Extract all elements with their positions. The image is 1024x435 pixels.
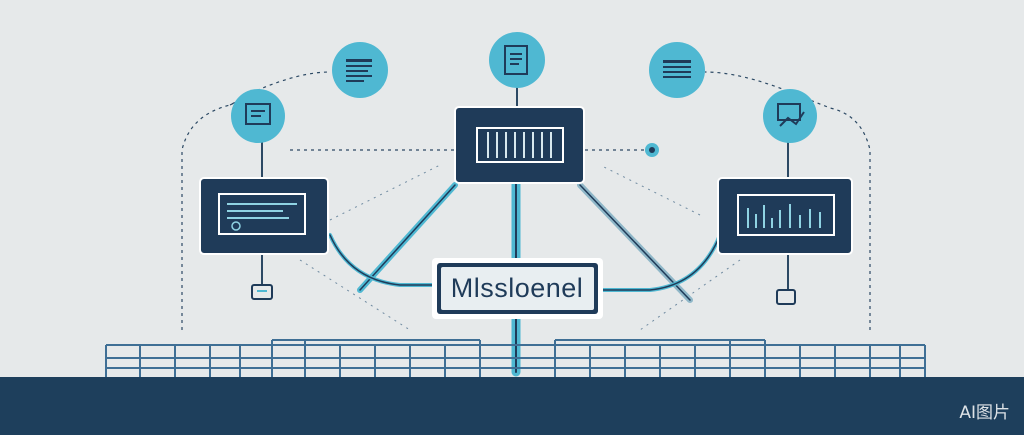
list-icon-top-left [332,42,388,98]
list-icon-top-right [649,42,705,98]
dotted-diagonals [299,164,741,331]
bracket-icon-left [251,284,273,300]
right-panel [717,177,853,255]
top-center-panel [454,106,585,184]
center-node: Mlssloenel [432,258,603,319]
base-bar [0,377,1024,435]
center-node-label: Mlssloenel [451,273,584,303]
watermark-label: AI图片 [959,403,1010,423]
base-railing [105,339,926,378]
trunk-lines [261,83,789,377]
left-panel [199,177,329,255]
bracket-icon-right [776,289,796,305]
small-node-icon [645,143,659,157]
document-icon-top [489,32,545,88]
chart-icon-right [763,89,817,143]
document-icon-left [231,89,285,143]
